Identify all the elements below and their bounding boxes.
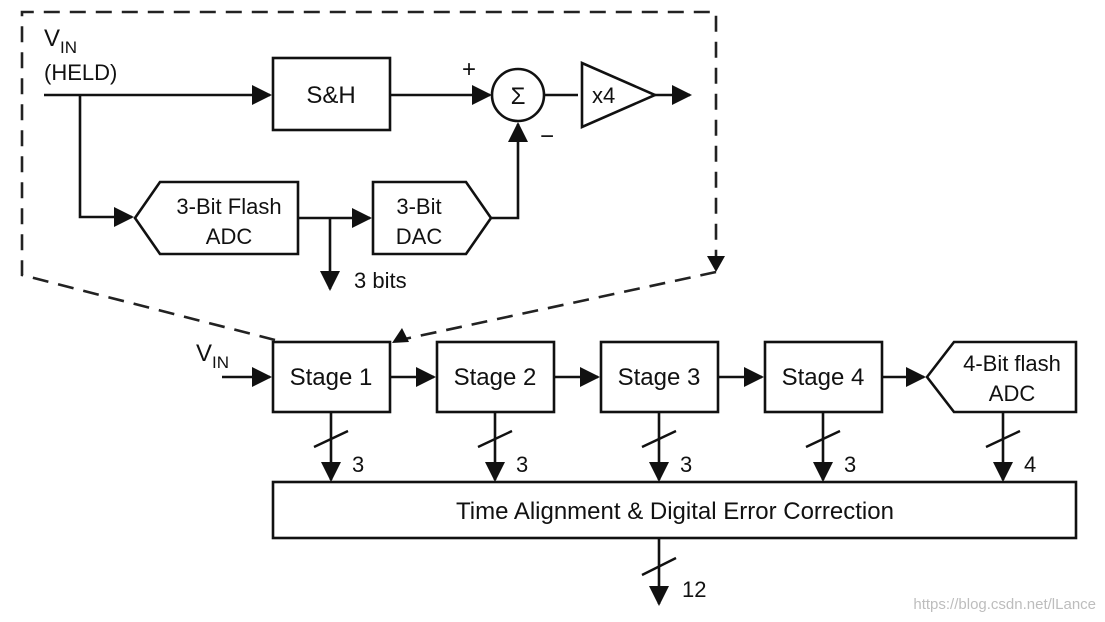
final-adc-label-line1: 4-Bit flash bbox=[963, 351, 1061, 376]
output-bus-slash bbox=[641, 556, 677, 577]
error-correction-label: Time Alignment & Digital Error Correctio… bbox=[456, 498, 894, 525]
bus-width-stage4: 3 bbox=[844, 452, 856, 477]
stage-3-label: Stage 3 bbox=[618, 364, 701, 391]
callout-dashed-border bbox=[20, 10, 718, 342]
bus-slash-stage3 bbox=[641, 429, 677, 449]
stage-1-block bbox=[271, 340, 392, 414]
callout-dashed-pointer-right bbox=[399, 270, 717, 342]
callout-arrowhead-stage1 bbox=[392, 328, 409, 343]
wire-dac-to-sum bbox=[491, 122, 528, 220]
bus-width-stage3: 3 bbox=[680, 452, 692, 477]
stage-2-label: Stage 2 bbox=[454, 364, 537, 391]
bus-slash-final-adc bbox=[985, 429, 1021, 449]
bus-width-final-adc: 4 bbox=[1024, 452, 1036, 477]
bus-slash-stage1 bbox=[313, 429, 349, 449]
bit-buses: 3 3 3 3 4 bbox=[313, 412, 1036, 482]
stage-4-block bbox=[763, 340, 884, 414]
stage-detail-callout: VIN (HELD) S&H + Σ − x4 3-Bit Flash ADC … bbox=[20, 10, 725, 343]
bus-width-stage1: 3 bbox=[352, 452, 364, 477]
sample-hold-label: S&H bbox=[306, 82, 355, 109]
stage-4-label: Stage 4 bbox=[782, 364, 865, 391]
output-width-label: 12 bbox=[682, 577, 706, 602]
bus-width-stage2: 3 bbox=[516, 452, 528, 477]
bits-out-label: 3 bits bbox=[354, 268, 407, 293]
detail-held-label: (HELD) bbox=[44, 60, 117, 85]
flash-adc-4bit-block bbox=[925, 340, 1078, 414]
error-correction-block bbox=[271, 480, 1078, 540]
pipeline-row: VIN Stage 1 Stage 2 Stage 3 Stage 4 4-Bi… bbox=[196, 340, 1078, 414]
sum-minus-sign: − bbox=[540, 123, 554, 150]
bus-slash-stage2 bbox=[477, 429, 513, 449]
stage-2-block bbox=[435, 340, 556, 414]
bus-slash-stage4 bbox=[805, 429, 841, 449]
final-adc-label-line2: ADC bbox=[989, 381, 1036, 406]
dac-label-line1: 3-Bit bbox=[396, 194, 441, 219]
dac-label-line2: DAC bbox=[396, 224, 443, 249]
callout-arrowhead-top bbox=[707, 256, 725, 272]
flash-adc-label-line2: ADC bbox=[206, 224, 253, 249]
flash-adc-label-line1: 3-Bit Flash bbox=[176, 194, 281, 219]
watermark-text: https://blog.csdn.net/lLance bbox=[913, 596, 1096, 613]
wire-vin-to-flash bbox=[78, 95, 134, 227]
dac-3bit-block bbox=[371, 180, 493, 256]
pipeline-vin-label: VIN bbox=[196, 340, 229, 372]
sum-plus-sign: + bbox=[462, 56, 476, 83]
gain-label: x4 bbox=[592, 83, 615, 108]
sigma-icon: Σ bbox=[511, 83, 526, 110]
detail-vin-label: VIN bbox=[44, 25, 77, 57]
gain-amplifier-icon bbox=[580, 61, 659, 129]
stage-1-label: Stage 1 bbox=[290, 364, 373, 391]
